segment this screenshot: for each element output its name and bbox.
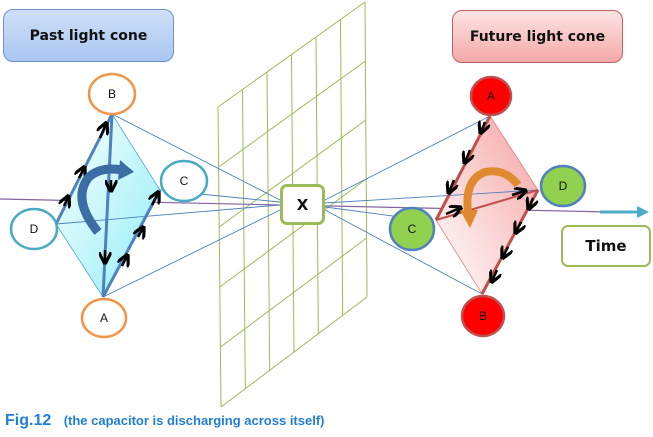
- future-node-d: D: [539, 164, 587, 208]
- past-rotation-arrowhead-icon: [118, 160, 134, 180]
- future-rotation-arrow-icon: [463, 167, 522, 213]
- grid-slanted-line: [220, 237, 367, 348]
- past-node-a: A: [80, 297, 128, 339]
- future-light-cone: A D C B: [324, 75, 587, 338]
- future-node-d-label: D: [559, 179, 568, 193]
- past-light-cone-title: Past light cone: [3, 9, 174, 62]
- past-node-d-label: D: [30, 222, 39, 236]
- grid-slanted-line: [220, 296, 368, 408]
- past-flow-arrows: [64, 124, 158, 266]
- grid-slanted-line: [219, 178, 367, 288]
- past-node-c-label: C: [180, 174, 189, 188]
- grid-vertical-line: [364, 1, 368, 298]
- past-node-b-label: B: [108, 87, 116, 101]
- grid-slanted-line: [217, 1, 366, 108]
- future-node-b: B: [460, 294, 506, 338]
- grid-slanted-line: [218, 119, 367, 228]
- figure-caption: Fig.12 (the capacitor is discharging acr…: [5, 412, 325, 430]
- future-node-a-label: A: [487, 89, 495, 103]
- past-node-d: D: [9, 207, 59, 251]
- future-node-a: A: [469, 75, 513, 117]
- future-node-b-label: B: [479, 309, 487, 323]
- grid-vertical-line: [242, 89, 246, 389]
- grid-vertical-line: [340, 19, 344, 316]
- figure-number: Fig.12: [5, 412, 52, 429]
- event-x-box: X: [280, 184, 325, 225]
- grid-slanted-line: [218, 60, 366, 168]
- time-label-box: Time: [561, 225, 651, 267]
- future-node-c: C: [388, 206, 436, 252]
- past-light-cone: B C D A: [9, 72, 281, 339]
- future-flow-arrows: [445, 122, 533, 281]
- future-node-c-label: C: [408, 222, 417, 236]
- past-node-c: C: [159, 159, 209, 203]
- past-rotation-arrow-icon: [77, 164, 123, 235]
- figure-description: (the capacitor is discharging across its…: [63, 413, 325, 428]
- grid-vertical-line: [217, 106, 222, 408]
- past-edge-b-a: [101, 113, 114, 298]
- past-node-b: B: [87, 72, 137, 116]
- future-projection-lines: [324, 115, 539, 295]
- future-rotation-arrowhead-icon: [460, 210, 478, 228]
- past-node-a-label: A: [100, 311, 108, 325]
- grid-vertical-line: [266, 71, 271, 371]
- past-edge-a-c: [101, 189, 162, 298]
- future-light-cone-title: Future light cone: [452, 10, 623, 63]
